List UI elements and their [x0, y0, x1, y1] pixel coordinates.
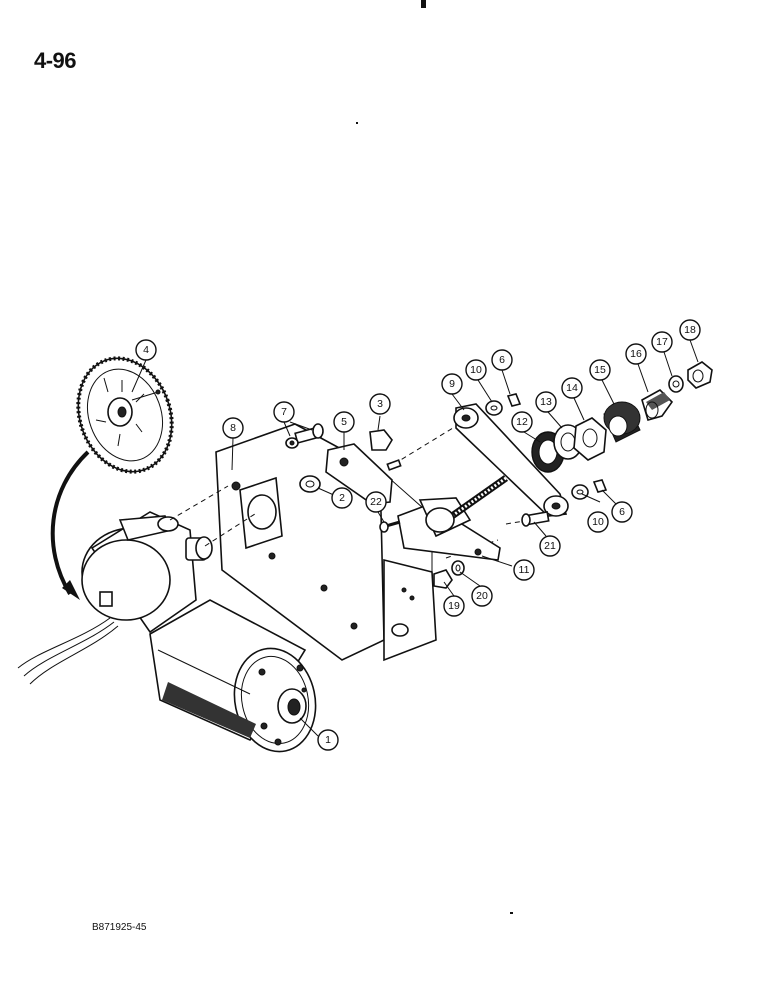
- leader-lines: [131, 339, 699, 737]
- callout-9: 9: [441, 373, 463, 395]
- callout-21: 21: [539, 535, 561, 557]
- callout-13: 13: [535, 391, 557, 413]
- washer-10-bottom: [571, 484, 589, 500]
- svg-text:7: 7: [281, 406, 287, 418]
- svg-text:4: 4: [143, 344, 149, 356]
- svg-text:11: 11: [519, 564, 530, 576]
- washer-17: [668, 375, 684, 393]
- callout-14: 14: [561, 377, 583, 399]
- svg-text:15: 15: [594, 364, 606, 376]
- svg-text:5: 5: [341, 416, 347, 428]
- callout-11: 11: [513, 559, 535, 581]
- svg-text:1: 1: [325, 734, 331, 746]
- svg-text:10: 10: [592, 516, 604, 528]
- callout-20: 20: [471, 585, 493, 607]
- svg-text:18: 18: [684, 324, 696, 336]
- pivot-shaft-part: [397, 475, 509, 561]
- nut-19: [433, 569, 453, 589]
- svg-text:3: 3: [377, 398, 383, 410]
- link-part: [453, 403, 569, 517]
- motor-part: [17, 511, 317, 753]
- callout-3: 3: [369, 393, 391, 415]
- scan-speck: [356, 122, 358, 124]
- washer-20: [451, 560, 465, 576]
- callout-1: 1: [317, 729, 339, 751]
- clip-6-top: [506, 393, 522, 407]
- callout-12: 12: [511, 411, 533, 433]
- clip-6-bottom: [592, 479, 608, 493]
- bushing-15: [603, 401, 641, 443]
- scan-speck: [510, 912, 513, 914]
- callout-6-top: 6: [491, 349, 513, 371]
- svg-text:12: 12: [516, 416, 528, 428]
- registration-mark: [421, 0, 426, 8]
- gear-part: [76, 356, 174, 474]
- callout-4: 4: [135, 339, 157, 361]
- arrow-head: [62, 580, 80, 600]
- nut-3: [369, 429, 393, 451]
- washer-10-top: [485, 400, 503, 416]
- callout-19: 19: [443, 595, 465, 617]
- page-number: 4-96: [34, 48, 77, 73]
- svg-text:6: 6: [499, 354, 505, 366]
- callout-10-bottom: 10: [587, 511, 609, 533]
- svg-text:22: 22: [370, 496, 382, 508]
- callout-10-top: 10: [465, 359, 487, 381]
- svg-text:9: 9: [449, 378, 455, 390]
- callout-6-bottom: 6: [611, 501, 633, 523]
- svg-text:13: 13: [540, 396, 552, 408]
- nut-14: [573, 417, 607, 461]
- callout-2: 2: [331, 487, 353, 509]
- callout-18: 18: [679, 319, 701, 341]
- svg-text:8: 8: [230, 422, 236, 434]
- svg-text:10: 10: [470, 364, 482, 376]
- svg-text:2: 2: [339, 492, 345, 504]
- svg-text:14: 14: [566, 382, 578, 394]
- washer-2: [299, 475, 321, 493]
- assembly-arrow: [50, 450, 90, 596]
- callout-17: 17: [651, 331, 673, 353]
- bolt-part: [285, 423, 324, 449]
- svg-text:16: 16: [630, 348, 642, 360]
- stud-21: [521, 511, 550, 527]
- figure-code: B871925-45: [92, 922, 147, 933]
- acorn-nut-18: [687, 361, 713, 389]
- svg-text:19: 19: [448, 600, 460, 612]
- svg-text:6: 6: [619, 506, 625, 518]
- svg-text:21: 21: [544, 540, 556, 552]
- screw-22: [379, 520, 401, 533]
- svg-text:17: 17: [656, 336, 668, 348]
- callout-22: 22: [365, 491, 387, 513]
- callout-7: 7: [273, 401, 295, 423]
- svg-text:20: 20: [476, 590, 488, 602]
- callout-16: 16: [625, 343, 647, 365]
- callout-5: 5: [333, 411, 355, 433]
- crank-arm-part: [325, 443, 402, 505]
- callout-8: 8: [222, 417, 244, 439]
- callout-15: 15: [589, 359, 611, 381]
- cap-16: [641, 389, 674, 421]
